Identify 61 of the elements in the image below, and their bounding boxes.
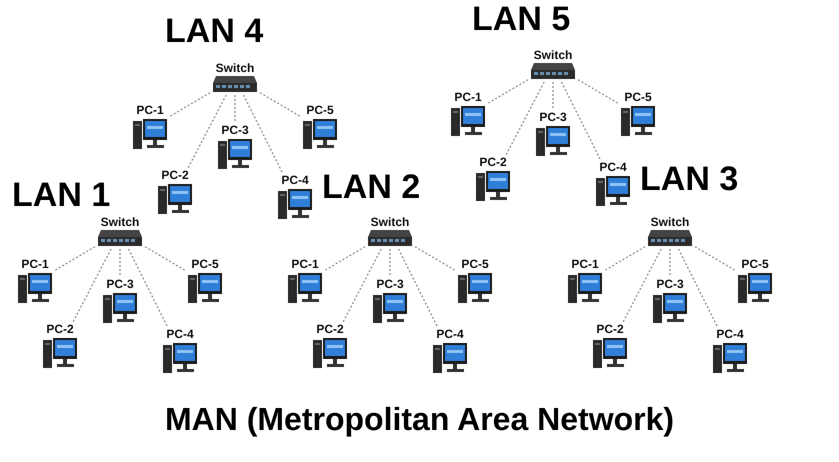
connection-line [486,79,528,104]
connection-line [622,248,662,322]
device-label: Switch [216,61,254,75]
computer-label: PC-2 [316,322,344,336]
connection-line [128,248,168,328]
connection-line [389,249,391,277]
network-label: LAN 4 [165,12,264,50]
computer-label: PC-1 [571,257,599,271]
connection-line [604,246,646,272]
computer-label: PC-5 [461,257,489,271]
computer-label: PC-1 [21,257,49,271]
computer-label: PC-2 [46,322,74,336]
computer-label: PC-1 [454,90,482,104]
connection-line [694,246,736,272]
computer-label: PC-1 [291,257,319,271]
connection-line [678,248,718,328]
connection-line [144,246,186,272]
computer-label: PC-5 [624,90,652,104]
computer-label: PC-3 [376,277,404,291]
computer-label: PC-4 [716,327,744,341]
connection-line [578,79,620,104]
computer-label: PC-4 [281,173,309,187]
computer-label: PC-2 [161,168,189,182]
device-label: Switch [650,215,690,229]
connection-line [414,246,456,272]
connection-line [234,95,236,123]
connection-line [398,248,438,328]
computer-label: PC-5 [191,257,219,271]
network-label: LAN 2 [322,168,420,206]
computer-label: PC-4 [436,327,464,341]
network-label: LAN 5 [472,0,570,38]
computer-label: PC-3 [221,123,249,137]
computer-label: PC-2 [596,322,624,336]
device-label: Switch [100,215,140,229]
computer-label: PC-3 [539,110,567,124]
device-label: Switch [534,48,572,62]
network-label: LAN 1 [12,176,110,214]
computer-label: PC-5 [741,257,769,271]
computer-label: PC-2 [479,155,507,169]
connection-line [54,246,96,272]
connection-line [552,82,554,110]
connection-line [669,249,671,277]
computer-label: PC-3 [106,277,134,291]
connection-line [242,94,284,174]
connection-line [260,92,302,118]
computer-label: PC-5 [306,103,334,117]
device-label: Switch [370,215,410,229]
diagram-title: MAN (Metropolitan Area Network) [164,401,674,437]
connection-line [560,82,602,160]
computer-label: PC-3 [656,277,684,291]
connection-line [188,94,227,168]
network-label: LAN 3 [640,160,738,198]
connection-line [72,248,112,322]
connection-line [168,92,210,118]
computer-label: PC-1 [136,103,164,117]
connection-line [119,249,121,277]
connection-line [506,82,545,156]
computer-label: PC-4 [166,327,194,341]
connection-line [342,248,382,322]
connection-line [324,246,366,272]
computer-label: PC-4 [599,160,627,174]
